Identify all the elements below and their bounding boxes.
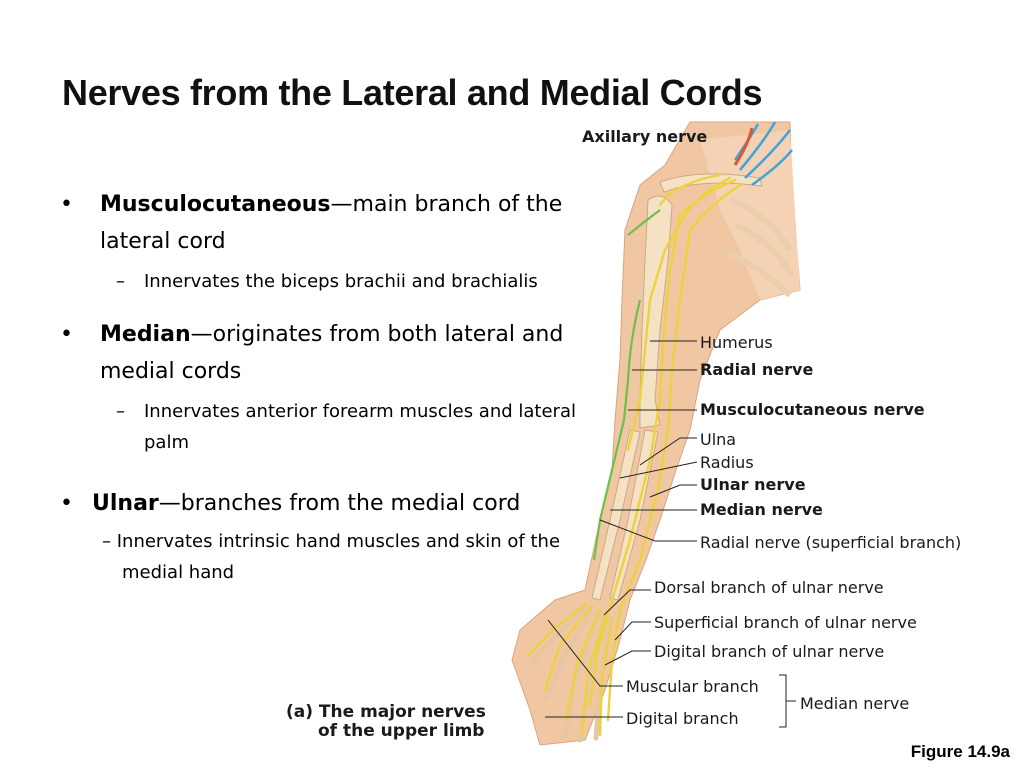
bullet-text: —main branch of the lateral cord <box>100 192 563 254</box>
bullet-dot: • <box>60 322 73 347</box>
sub-bullet-musculocutaneous: – Innervates the biceps brachii and brac… <box>60 266 605 297</box>
figure-number: Figure 14.9a <box>910 742 1010 761</box>
leader-lines <box>545 340 796 728</box>
sub-bullet-text: Innervates anterior forearm muscles and … <box>144 401 576 453</box>
bullet-text: —originates from both lateral and medial… <box>100 322 564 384</box>
bullet-dot: • <box>60 192 73 217</box>
label-ulna: Ulna <box>700 430 737 449</box>
label-radial-superficial: Radial nerve (superficial branch) <box>700 533 962 552</box>
label-digital-ulnar: Digital branch of ulnar nerve <box>654 642 885 661</box>
label-median-group: Median nerve <box>800 694 910 713</box>
label-ulnar-nerve: Ulnar nerve <box>700 475 806 494</box>
sub-bullet-ulnar: – Innervates intrinsic hand muscles and … <box>60 526 605 588</box>
label-muscular-branch: Muscular branch <box>626 677 759 696</box>
slide-title: Nerves from the Lateral and Medial Cords <box>62 72 763 113</box>
bullet-term: Median <box>100 322 191 347</box>
label-dorsal-ulnar: Dorsal branch of ulnar nerve <box>654 578 884 597</box>
musculocutaneous-nerve-path <box>592 209 661 561</box>
label-radial-nerve: Radial nerve <box>700 360 814 379</box>
label-musculocutaneous-nerve: Musculocutaneous nerve <box>700 400 925 419</box>
sub-bullet-median: – Innervates anterior forearm muscles an… <box>60 396 605 458</box>
bullet-term: Musculocutaneous <box>100 192 331 217</box>
bullet-term: Ulnar <box>92 491 159 516</box>
rib-bone <box>726 197 795 298</box>
label-axillary-nerve: Axillary nerve <box>582 127 708 146</box>
bullet-dot: • <box>60 491 73 516</box>
figure-caption: (a) The major nerves of the upper limb <box>286 703 486 741</box>
sub-bullet-text: – Innervates intrinsic hand muscles and … <box>102 531 561 583</box>
radius-bone <box>591 429 641 601</box>
label-median-nerve: Median nerve <box>700 500 823 519</box>
nerve-branches <box>526 173 742 737</box>
sub-bullet-text: Innervates the biceps brachii and brachi… <box>144 271 538 292</box>
sub-bullet-dash: – <box>116 401 125 422</box>
bullet-ulnar: • Ulnar—branches from the medial cord <box>60 485 605 522</box>
bullet-median: • Median—originates from both lateral an… <box>60 316 605 390</box>
caption-line-2: of the upper limb <box>318 721 485 741</box>
chest-skin <box>700 130 800 300</box>
sub-bullet-dash: – <box>116 271 125 292</box>
label-superficial-ulnar: Superficial branch of ulnar nerve <box>654 613 917 632</box>
bullet-list: • Musculocutaneous—main branch of the la… <box>60 186 605 588</box>
label-radius: Radius <box>700 453 754 472</box>
label-digital-branch: Digital branch <box>626 709 739 728</box>
label-humerus: Humerus <box>700 333 773 352</box>
artery <box>733 127 754 166</box>
caption-line-1: (a) The major nerves <box>286 702 486 722</box>
bullet-text: —branches from the medial cord <box>158 491 521 516</box>
bullet-musculocutaneous: • Musculocutaneous—main branch of the la… <box>60 186 605 260</box>
